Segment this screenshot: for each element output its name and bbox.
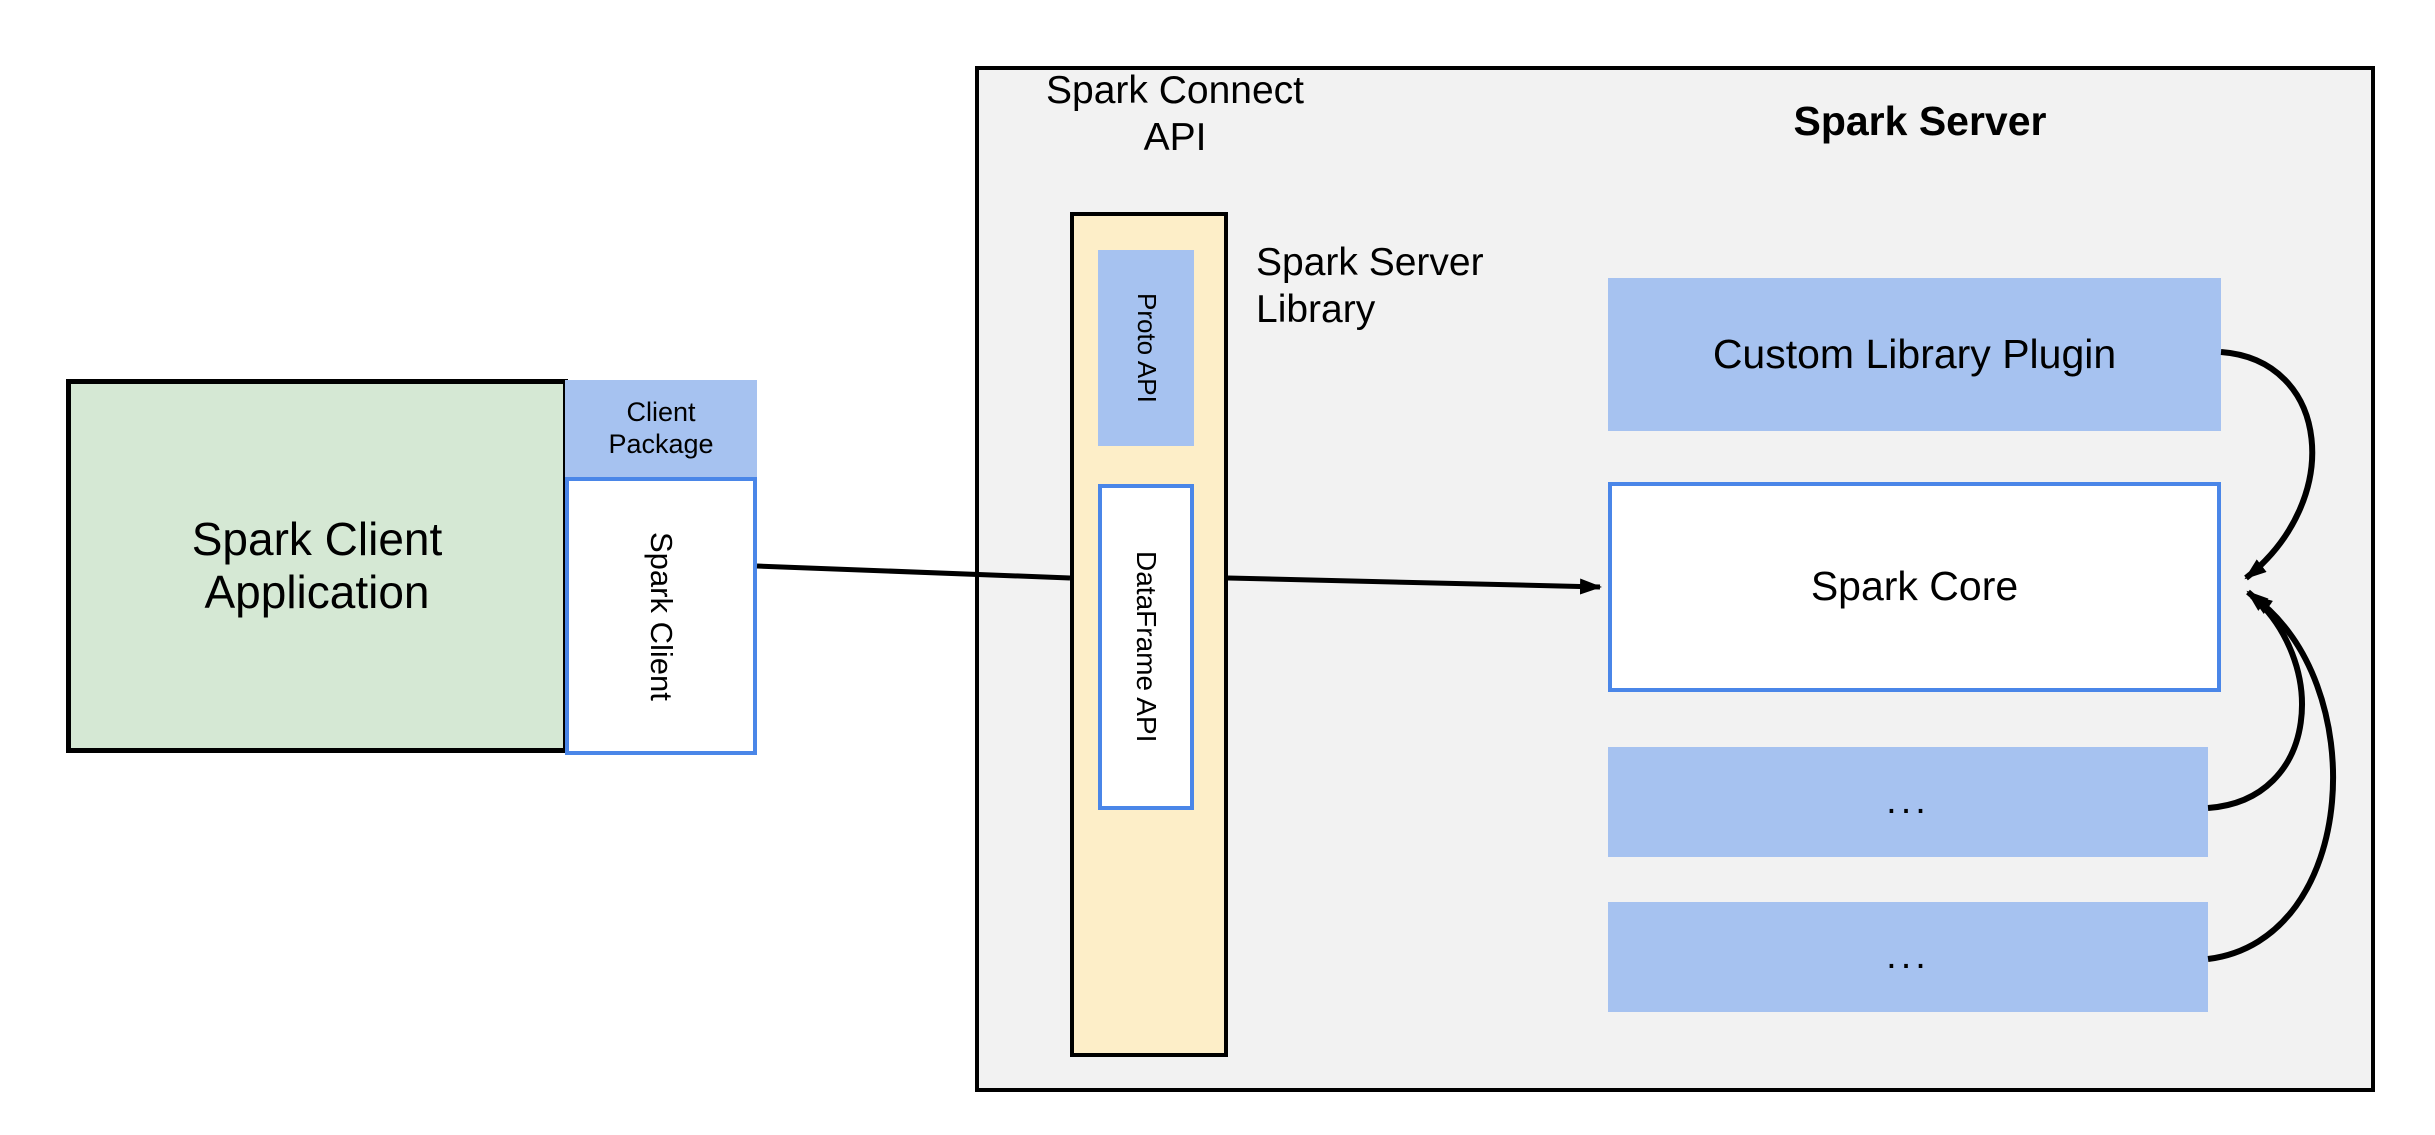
spark-core-box[interactable]: Spark Core <box>1608 482 2221 692</box>
connector-ellipsis-1-to-spark-core <box>2207 589 2305 811</box>
connector-connect-api-to-spark-core <box>1227 575 1602 595</box>
spark-client-application-label: Spark Client Application <box>191 513 443 618</box>
connector-plugin-to-spark-core <box>2220 349 2316 581</box>
spark-connect-api-label: Spark Connect API <box>1046 69 1304 159</box>
ellipsis-box-2[interactable]: ... <box>1608 902 2208 1012</box>
client-package-box[interactable]: Client Package <box>565 380 757 477</box>
spark-core-label: Spark Core <box>1810 563 2019 610</box>
spark-server-title: Spark Server <box>1793 98 2047 144</box>
spark-client-label: Spark Client <box>643 531 679 701</box>
dataframe-api-box[interactable]: DataFrame API <box>1098 484 1194 810</box>
ellipsis-box-1[interactable]: ... <box>1608 747 2208 857</box>
proto-api-box[interactable]: Proto API <box>1098 250 1194 446</box>
ellipsis-label-2: ... <box>1886 935 1930 978</box>
spark-server-library-label: Spark Server Library <box>1256 241 1484 331</box>
connector-client-to-connect-api <box>756 563 1071 581</box>
ellipsis-label-1: ... <box>1886 780 1930 823</box>
dataframe-api-label: DataFrame API <box>1131 551 1163 743</box>
custom-library-plugin-label: Custom Library Plugin <box>1712 330 2117 377</box>
custom-library-plugin-box[interactable]: Custom Library Plugin <box>1608 278 2221 431</box>
proto-api-label: Proto API <box>1131 293 1162 403</box>
spark-client-application-box[interactable]: Spark Client Application <box>66 379 568 753</box>
connector-ellipsis-2-to-spark-core <box>2207 593 2337 962</box>
spark-client-box[interactable]: Spark Client <box>565 477 757 755</box>
client-package-label: Client Package <box>608 397 714 459</box>
